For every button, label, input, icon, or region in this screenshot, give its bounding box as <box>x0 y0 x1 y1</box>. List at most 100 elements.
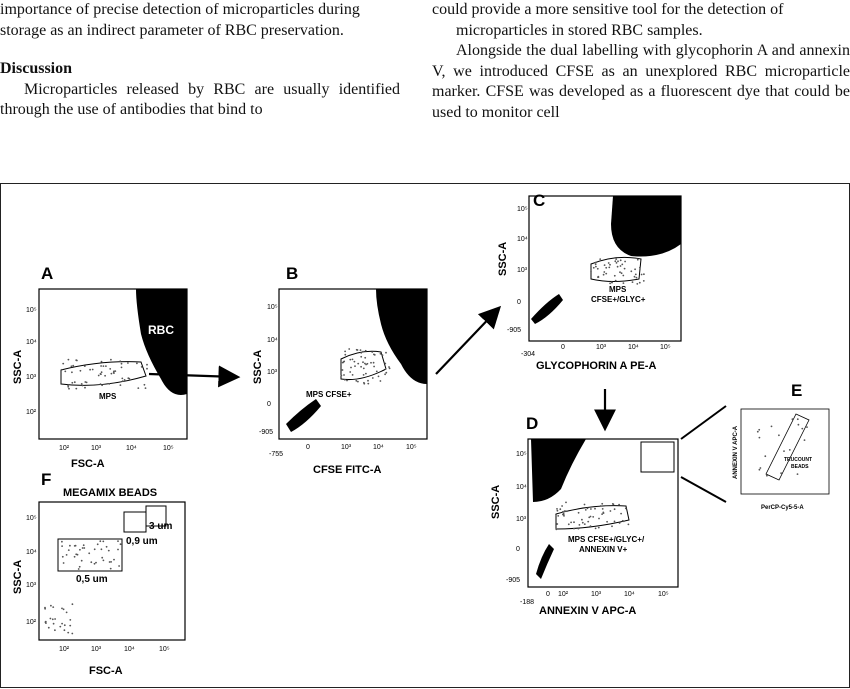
scatter-dot <box>385 351 387 354</box>
scatter-dot <box>615 262 618 264</box>
panel-d-xtick-3: 10² <box>558 591 569 598</box>
scatter-dot <box>81 384 84 387</box>
scatter-dot <box>353 360 356 363</box>
panel-c-letter: C <box>533 191 545 210</box>
panel-a-xtick-4: 10⁵ <box>163 445 174 452</box>
scatter-dot <box>127 377 130 380</box>
scatter-dot <box>354 365 356 367</box>
scatter-dot <box>642 280 645 282</box>
scatter-dot <box>137 387 140 389</box>
panel-b-cloud <box>376 289 427 384</box>
scatter-dot <box>623 520 625 523</box>
scatter-dot <box>581 518 583 521</box>
panel-a-xtick-1: 10² <box>59 445 70 452</box>
scatter-dot <box>611 525 613 528</box>
scatter-dot <box>76 553 79 556</box>
scatter-dot <box>598 517 600 520</box>
scatter-dot <box>588 516 591 519</box>
scatter-dot <box>570 521 572 524</box>
scatter-dot <box>791 418 794 421</box>
scatter-dot <box>613 520 616 523</box>
panel-e-xlabel: PerCP-Cy5-5-A <box>761 505 804 511</box>
scatter-dot <box>83 365 86 367</box>
scatter-dot <box>619 259 622 262</box>
scatter-dot <box>643 273 645 276</box>
scatter-dot <box>613 274 616 277</box>
scatter-dot <box>349 358 352 361</box>
scatter-dot <box>614 279 617 282</box>
scatter-dot <box>63 629 66 632</box>
panel-f: F MEGAMIX BEADS 0,5 um 0,9 um 3 um FSC-A… <box>12 470 186 677</box>
scatter-dot <box>67 358 70 361</box>
scatter-dot <box>584 509 587 511</box>
scatter-dot <box>556 508 558 510</box>
scatter-dot <box>119 360 122 363</box>
scatter-dot <box>375 370 378 373</box>
scatter-dot <box>764 455 767 458</box>
panel-e-gate-label-1: TRUCOUNT <box>784 457 812 463</box>
panel-d-xticks: -188 0 10² 10³ 10⁴ 10⁵ <box>520 591 669 606</box>
scatter-dot <box>614 260 617 263</box>
scatter-dot <box>377 375 380 378</box>
scatter-dot <box>144 387 147 389</box>
scatter-dot <box>589 515 592 518</box>
scatter-dot <box>636 283 639 285</box>
scatter-dot <box>578 524 581 526</box>
right-text-column: could provide a more sensitive tool for … <box>432 0 850 123</box>
scatter-dot <box>621 263 624 266</box>
scatter-dot <box>101 384 103 387</box>
scatter-dot <box>806 466 809 468</box>
scatter-dot <box>367 379 369 382</box>
scatter-dot <box>100 371 103 374</box>
scatter-dot <box>638 281 641 284</box>
panel-a-rbc-cloud <box>136 289 187 395</box>
scatter-dot <box>77 568 80 570</box>
panel-b-gate-label: MPS CFSE+ <box>306 390 352 399</box>
panel-c-xtick-3: 10³ <box>596 344 607 351</box>
scatter-dot <box>84 381 87 383</box>
scatter-dot <box>556 523 559 525</box>
scatter-dot <box>44 606 46 609</box>
scatter-dot <box>54 629 56 632</box>
scatter-dot <box>341 361 344 364</box>
scatter-dot <box>108 561 111 563</box>
scatter-dot <box>596 267 599 270</box>
panel-f-letter: F <box>41 470 51 489</box>
scatter-dot <box>81 547 84 549</box>
panel-d-xtick-6: 10⁵ <box>658 591 669 598</box>
panel-c-ylabel: SSC-A <box>497 242 509 276</box>
scatter-dot <box>93 562 96 565</box>
scatter-dot <box>65 554 68 556</box>
scatter-dot <box>67 384 69 387</box>
scatter-dot <box>341 369 344 371</box>
panel-e-gate-label-2: BEADS <box>791 464 809 470</box>
scatter-dot <box>109 567 112 570</box>
panel-c-ytick-3: 10³ <box>517 267 528 274</box>
scatter-dot <box>99 373 102 375</box>
scatter-dot <box>117 540 119 542</box>
scatter-dot <box>127 362 129 364</box>
scatter-dot <box>573 521 575 524</box>
scatter-dot <box>609 263 611 266</box>
scatter-dot <box>583 523 586 525</box>
scatter-dot <box>758 428 761 431</box>
scatter-dot <box>788 449 791 451</box>
scatter-dot <box>613 508 616 511</box>
panel-c-cloud <box>611 196 681 257</box>
scatter-dot <box>140 366 143 368</box>
panel-d-xlabel: ANNEXIN V APC-A <box>539 605 636 617</box>
scatter-dot <box>89 368 91 371</box>
panel-b-letter: B <box>286 264 298 283</box>
scatter-dot <box>603 271 606 273</box>
scatter-dot <box>52 606 55 608</box>
flow-cytometry-figure: A RBC MPS FSC-A SSC-A 10² 10³ 10⁴ 10⁵ 10… <box>0 183 850 688</box>
scatter-dot <box>71 603 74 606</box>
panel-f-axes <box>38 501 186 641</box>
scatter-dot <box>84 386 86 389</box>
panel-d-xtick-4: 10³ <box>591 591 602 598</box>
scatter-dot <box>52 622 55 625</box>
panel-c: C MPS CFSE+/GLYC+ GLYCOPHORIN A PE-A SSC… <box>497 191 682 372</box>
scatter-dot <box>102 365 105 367</box>
scatter-dot <box>61 540 63 543</box>
scatter-dot <box>350 366 352 369</box>
